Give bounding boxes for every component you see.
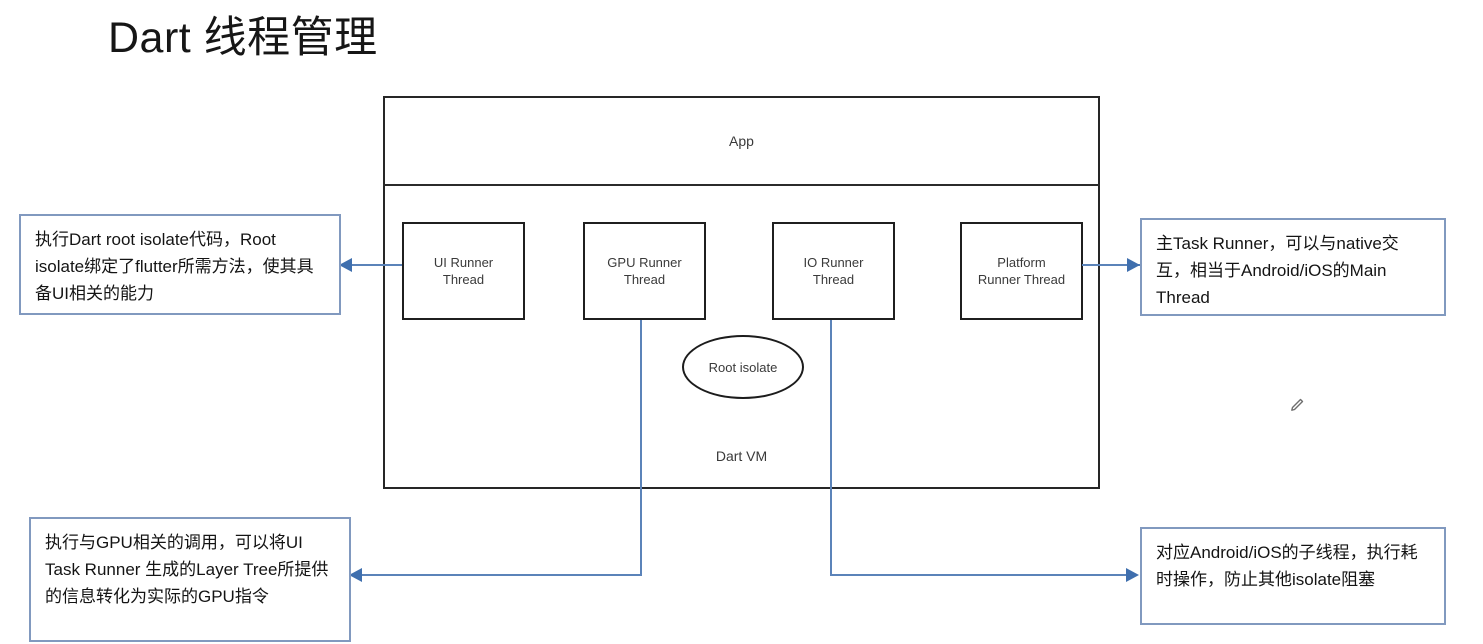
thread-box-label: GPU Runner Thread <box>607 254 681 288</box>
app-header-divider <box>383 184 1100 186</box>
thread-label-line1: Platform <box>997 255 1046 270</box>
arrowhead-right-icon <box>1126 568 1139 582</box>
root-isolate-label: Root isolate <box>708 359 778 375</box>
thread-label-line2: Thread <box>442 272 485 287</box>
thread-label-line2: Thread <box>623 272 666 287</box>
connector-gpu-horizontal <box>352 574 642 576</box>
thread-box-ui-runner: UI Runner Thread <box>402 222 525 320</box>
thread-box-io-runner: IO Runner Thread <box>772 222 895 320</box>
callout-io-runner: 对应Android/iOS的子线程，执行耗时操作，防止其他isolate阻塞 <box>1140 527 1446 625</box>
thread-label-line2: Thread <box>812 272 855 287</box>
connector-ui-horizontal <box>341 264 402 266</box>
thread-label-line1: GPU Runner <box>607 255 682 270</box>
arrowhead-left-icon <box>349 568 362 582</box>
connector-platform-horizontal <box>1082 264 1140 266</box>
app-label: App <box>729 133 754 149</box>
connector-io-vertical <box>830 320 832 576</box>
page-title: Dart 线程管理 <box>108 14 378 62</box>
arrowhead-left-icon <box>339 258 352 272</box>
thread-box-label: UI Runner Thread <box>434 254 493 288</box>
dart-vm-label: Dart VM <box>715 448 768 464</box>
root-isolate-ellipse: Root isolate <box>682 335 804 399</box>
arrowhead-right-icon <box>1127 258 1140 272</box>
thread-label-line2: Runner Thread <box>977 272 1066 287</box>
thread-label-line1: IO Runner <box>803 255 864 270</box>
thread-label-line1: UI Runner <box>433 255 494 270</box>
callout-ui-runner: 执行Dart root isolate代码，Root isolate绑定了flu… <box>19 214 341 315</box>
thread-box-label: Platform Runner Thread <box>978 254 1065 288</box>
callout-gpu-runner: 执行与GPU相关的调用，可以将UI Task Runner 生成的Layer T… <box>29 517 351 642</box>
callout-platform-runner: 主Task Runner，可以与native交互，相当于Android/iOS的… <box>1140 218 1446 316</box>
thread-box-gpu-runner: GPU Runner Thread <box>583 222 706 320</box>
pen-icon <box>1286 394 1308 416</box>
connector-gpu-vertical <box>640 320 642 576</box>
connector-io-horizontal <box>830 574 1128 576</box>
thread-box-label: IO Runner Thread <box>804 254 864 288</box>
thread-box-platform-runner: Platform Runner Thread <box>960 222 1083 320</box>
